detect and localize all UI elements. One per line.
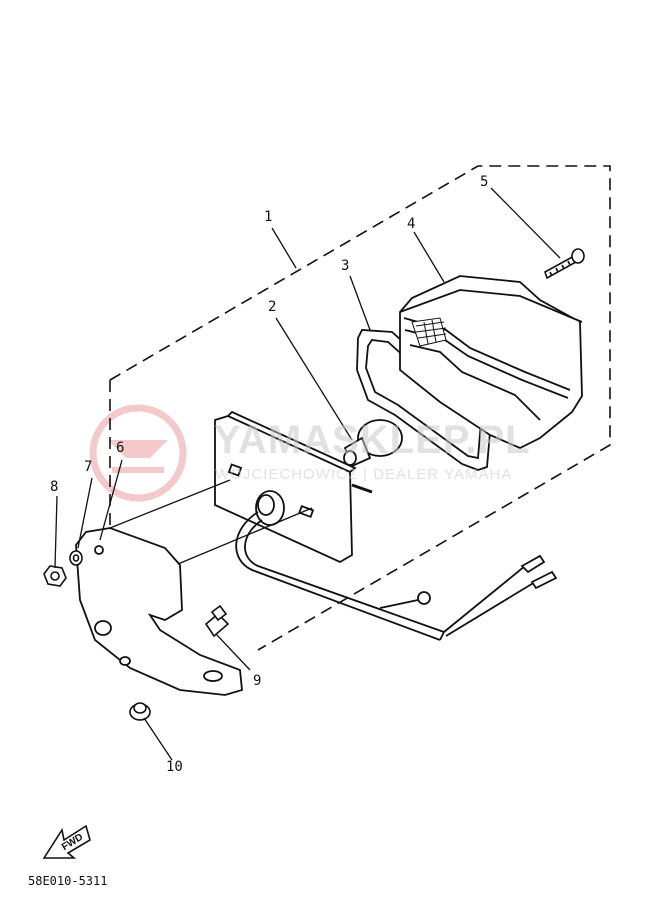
callout-1: 1 (264, 209, 273, 225)
callout-5: 5 (480, 174, 489, 190)
washer (69, 550, 83, 566)
callout-6: 6 (116, 440, 125, 456)
callout-10: 10 (166, 759, 183, 775)
bracket-bolt (204, 604, 230, 638)
wire-harness (235, 511, 558, 641)
hex-nut (43, 565, 67, 587)
callout-3: 3 (341, 258, 350, 274)
callout-4: 4 (407, 216, 416, 232)
callout-7: 7 (84, 459, 93, 475)
flange-nut (129, 702, 151, 721)
callout-8: 8 (50, 479, 59, 495)
assembly-dashed-outline (109, 165, 611, 651)
diagram-part-code: 58E010-5311 (28, 874, 108, 888)
bulb (343, 419, 403, 468)
lens-reflector-hatch (411, 317, 447, 347)
tail-light-lens (399, 275, 583, 449)
watermark-brand: YAMASKLEP.PL (214, 418, 531, 462)
callout-9: 9 (253, 673, 262, 689)
fwd-arrow-icon: FWD (42, 824, 91, 859)
leader-lines (54, 187, 561, 761)
bulb-socket (255, 490, 285, 526)
lens-screw (544, 248, 585, 280)
callout-2: 2 (268, 299, 277, 315)
license-bracket (75, 527, 243, 696)
watermark-subtitle: WOJCIECHOWICZ | DEALER YAMAHA (215, 466, 513, 483)
lamp-base-plate (214, 410, 373, 564)
watermark-logo (89, 404, 187, 502)
